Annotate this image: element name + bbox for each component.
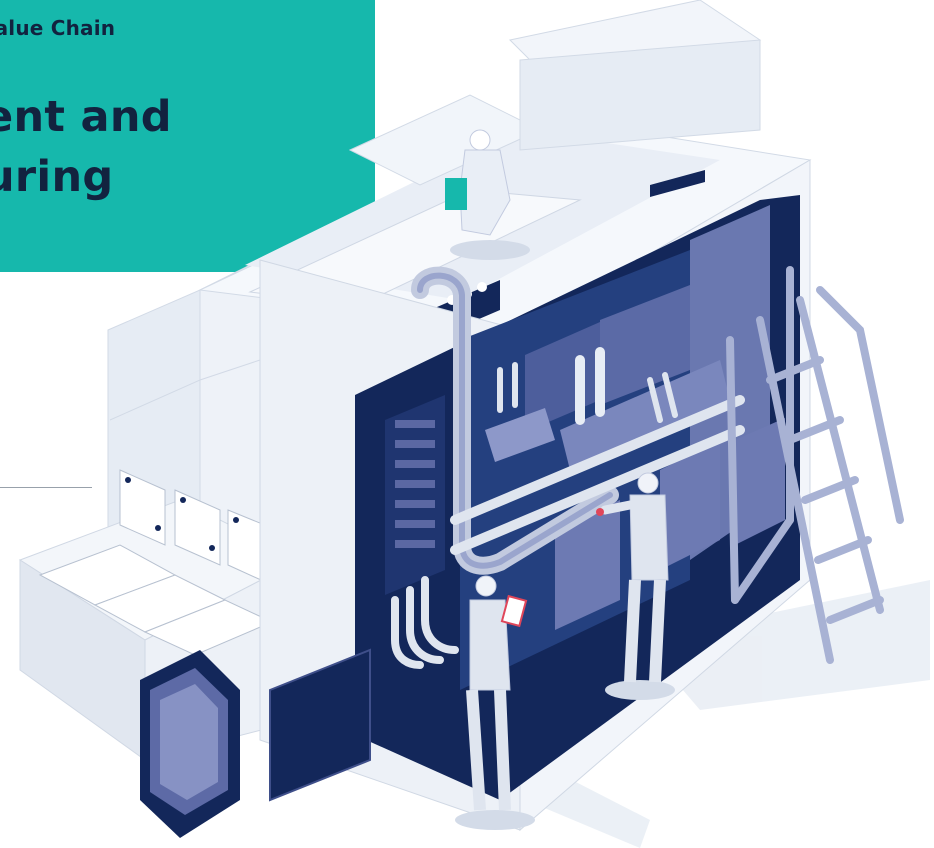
pipe-icon — [391, 266, 745, 669]
page-title-line-1: ent and — [0, 92, 172, 142]
worker-at-pipe-icon — [596, 472, 675, 700]
machine-left-block — [18, 259, 302, 838]
section-eyebrow: Value Chain — [0, 16, 116, 40]
connector-line — [0, 487, 92, 488]
technician-on-roof-icon — [445, 129, 530, 260]
tray-slots — [38, 469, 274, 656]
header-panel — [0, 0, 375, 272]
ladder-icon — [726, 266, 904, 664]
page-title-line-2: uring — [0, 152, 114, 202]
hatch-door-icon — [140, 650, 240, 838]
worker-with-clipboard-icon — [455, 575, 535, 830]
